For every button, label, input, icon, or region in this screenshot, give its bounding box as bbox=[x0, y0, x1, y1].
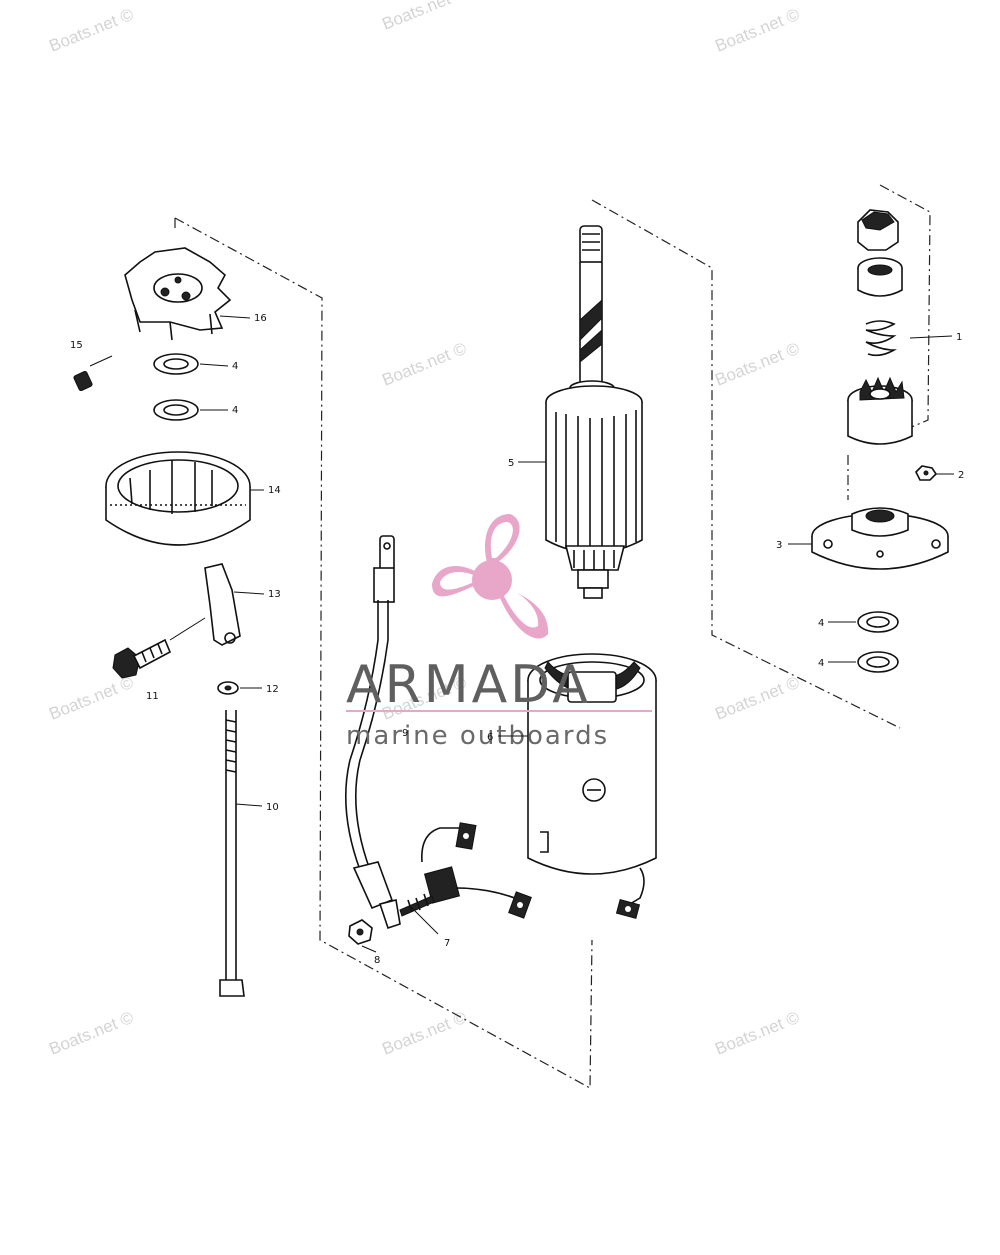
washer-part bbox=[857, 611, 899, 633]
callout-10: 10 bbox=[266, 802, 279, 813]
nut-part bbox=[73, 370, 93, 392]
armada-logo: ARMADA marine outboards bbox=[346, 514, 652, 751]
through-bolt-part bbox=[219, 710, 245, 997]
field-frame-part bbox=[527, 653, 657, 919]
bolt-part bbox=[112, 638, 172, 679]
logo-tagline: marine outboards bbox=[346, 721, 609, 751]
callout-13: 13 bbox=[268, 589, 281, 600]
callout-2: 2 bbox=[958, 470, 964, 481]
propeller-logo-icon bbox=[432, 514, 549, 639]
watermark-text: Boats.net © bbox=[46, 1008, 136, 1059]
drive-spring-part bbox=[865, 320, 898, 357]
washer-part bbox=[153, 399, 199, 421]
watermark-text: Boats.net © bbox=[712, 5, 802, 56]
brush-holder-housing-part bbox=[105, 451, 251, 546]
callout-15: 15 bbox=[70, 340, 83, 351]
bracket-part bbox=[204, 563, 241, 646]
drive-end-head-part bbox=[811, 507, 949, 570]
callout-4: 4 bbox=[232, 405, 238, 416]
logo-name: ARMADA bbox=[346, 655, 591, 715]
watermark-text: Boats.net © bbox=[379, 0, 469, 34]
armature-part bbox=[545, 225, 643, 599]
watermark-text: Boats.net © bbox=[712, 1008, 802, 1059]
callout-16: 16 bbox=[254, 313, 267, 324]
lead-wire-part bbox=[344, 535, 401, 930]
watermark-text: Boats.net © bbox=[46, 673, 136, 724]
brush-assembly-part bbox=[399, 822, 532, 919]
callout-6: 6 bbox=[487, 732, 493, 743]
callout-4: 4 bbox=[232, 361, 238, 372]
logo-underline bbox=[346, 710, 652, 712]
callout-12: 12 bbox=[266, 684, 279, 695]
callout-4: 4 bbox=[818, 618, 824, 629]
washer-part bbox=[217, 681, 239, 695]
washer-part bbox=[857, 651, 899, 673]
callout-7: 7 bbox=[444, 938, 450, 949]
callout-1: 1 bbox=[956, 332, 962, 343]
drive-nut-part bbox=[857, 209, 899, 251]
drive-sleeve-part bbox=[857, 257, 903, 297]
callout-labels: 16 15 4 4 14 13 11 12 10 5 6 9 7 8 1 2 3… bbox=[70, 313, 964, 966]
watermark-text: Boats.net © bbox=[46, 5, 136, 56]
leader-lines bbox=[89, 315, 954, 953]
watermark-text: Boats.net © bbox=[379, 339, 469, 390]
callout-9: 9 bbox=[402, 728, 408, 739]
end-plate-part bbox=[124, 247, 232, 341]
callout-3: 3 bbox=[776, 540, 782, 551]
callout-14: 14 bbox=[268, 485, 281, 496]
watermark-text: Boats.net © bbox=[712, 673, 802, 724]
nut-part bbox=[915, 465, 938, 481]
callout-8: 8 bbox=[374, 955, 380, 966]
callout-11: 11 bbox=[146, 691, 159, 702]
callout-4: 4 bbox=[818, 658, 824, 669]
pinion-gear-part bbox=[847, 376, 913, 445]
callout-5: 5 bbox=[508, 458, 514, 469]
nut-part bbox=[348, 919, 373, 945]
assembly-dashed-lines bbox=[174, 184, 931, 1090]
watermark-text: Boats.net © bbox=[712, 339, 802, 390]
washer-part bbox=[153, 353, 199, 375]
